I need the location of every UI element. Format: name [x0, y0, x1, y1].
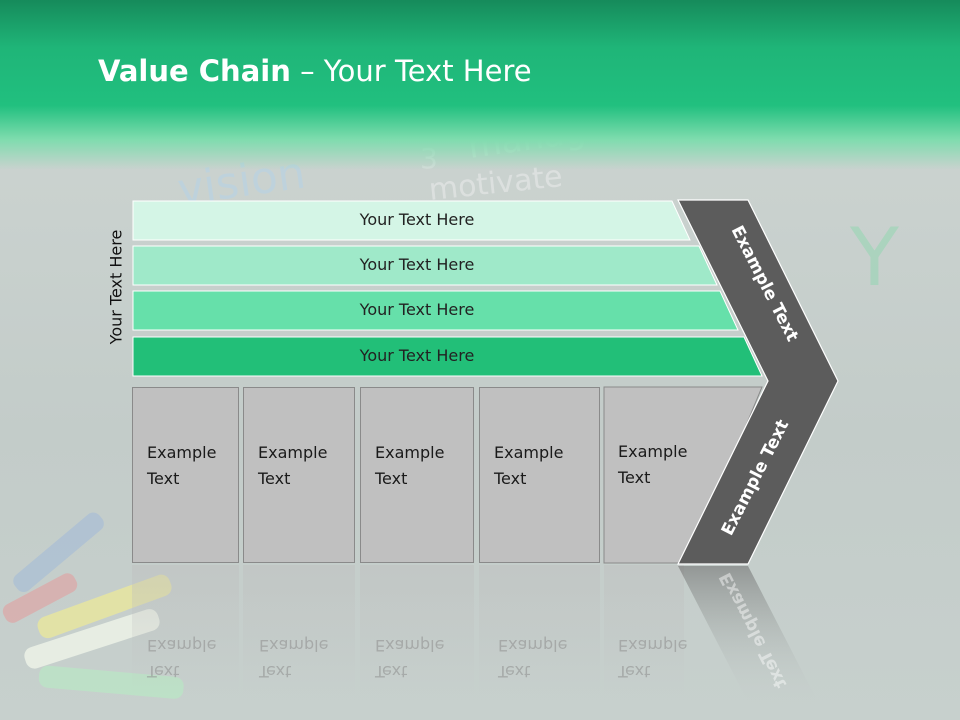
last-column-text: Example Text [604, 387, 687, 491]
chevron-arrow: Example Text Example Text [677, 199, 839, 565]
title-bold: Value Chain [98, 54, 291, 88]
column-text-line1: Example [147, 443, 217, 462]
chevron-shape [677, 199, 839, 565]
band-label: Your Text Here [359, 210, 475, 229]
column-text-line1: Example [375, 443, 445, 462]
band-label: Your Text Here [359, 346, 475, 365]
column-reflection [479, 565, 600, 695]
column-text-line1: Example [494, 443, 564, 462]
column-text-line2: Text [494, 469, 527, 488]
title-rest: – Your Text Here [290, 54, 532, 88]
title-banner [0, 0, 960, 170]
band-shape [132, 336, 763, 377]
chevron-reflection: Example Text [678, 566, 820, 706]
column-reflection [243, 565, 355, 695]
column-box: Example Text [479, 387, 600, 563]
column-box: Example Text [132, 387, 239, 563]
column-text-line1: Example [258, 443, 328, 462]
slide-title: Value Chain – Your Text Here [98, 54, 532, 88]
chalk-letter: Y [849, 211, 900, 304]
column-text-line2: Text [258, 469, 291, 488]
column-reflection [132, 565, 239, 695]
chalk-sticks [2, 512, 184, 699]
band-label: Your Text Here [359, 255, 475, 274]
column-text-line2: Text [618, 468, 651, 487]
column-text-line1: Example [618, 442, 688, 461]
band-shape [132, 200, 691, 241]
column-reflection [604, 565, 684, 695]
column-text-line2: Text [375, 469, 408, 488]
band-label: Your Text Here [359, 300, 475, 319]
column-box: Example Text [360, 387, 474, 563]
column-reflection [360, 565, 474, 695]
side-label: Your Text Here [106, 229, 126, 345]
band-shape [132, 245, 718, 286]
column-text-line2: Text [147, 469, 180, 488]
column-box: Example Text [243, 387, 355, 563]
band-shape [132, 290, 739, 331]
